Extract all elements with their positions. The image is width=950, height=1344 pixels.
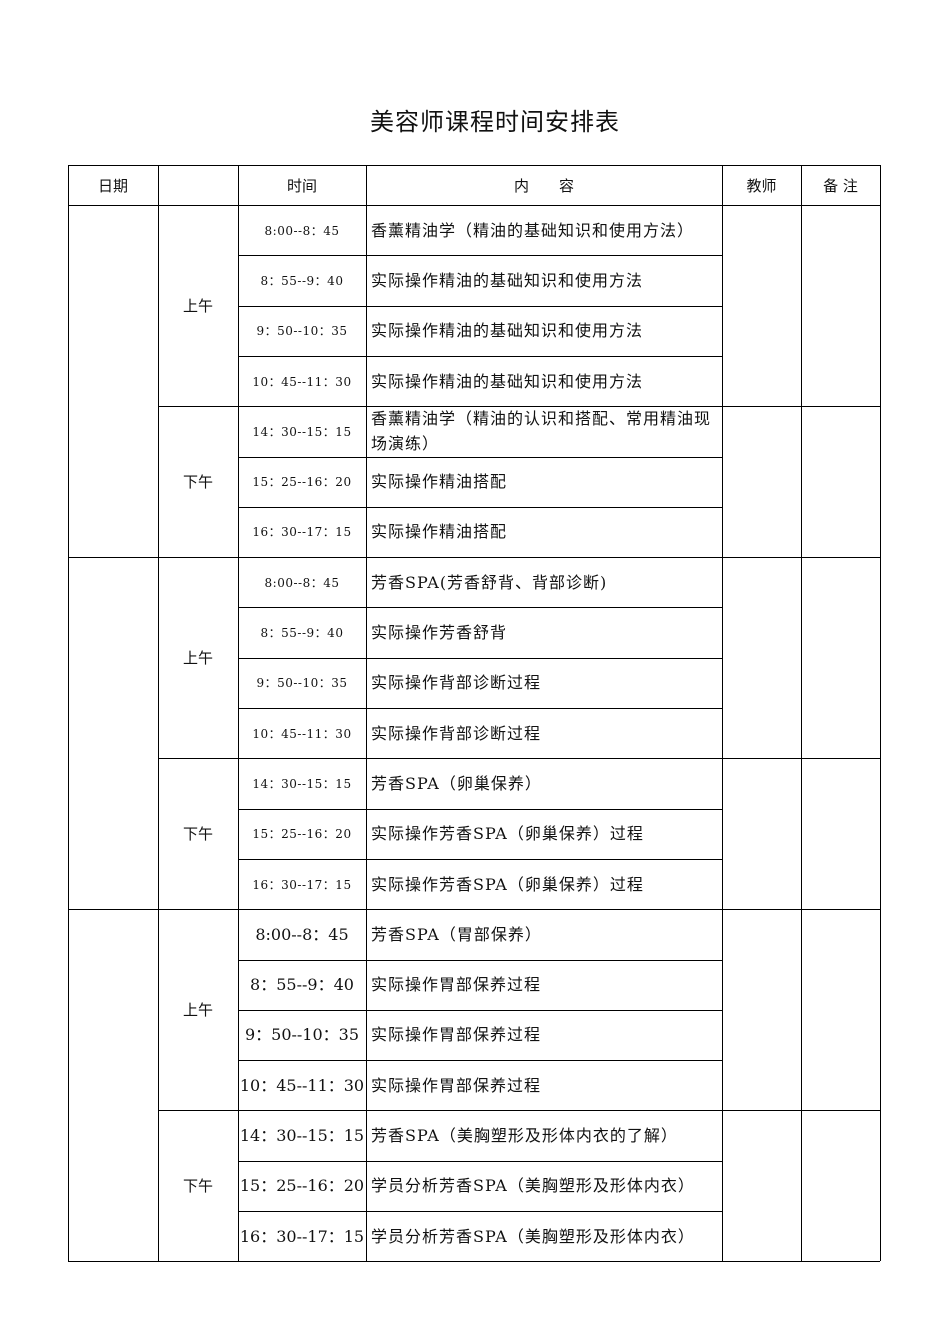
time-cell: 15：25--16：20 (252, 827, 352, 842)
date-cell (68, 557, 158, 909)
content-cell: 学员分析芳香SPA（美胸塑形及形体内衣） (371, 1226, 695, 1246)
table-rule (158, 1110, 880, 1112)
page-title: 美容师课程时间安排表 (370, 108, 620, 136)
content-cell: 实际操作芳香SPA（卵巢保养）过程 (371, 874, 644, 894)
table-rule (238, 808, 722, 810)
table-rule (722, 165, 723, 1262)
content-cell: 香薰精油学（精油的认识和搭配、常用精油现场演练） (371, 409, 712, 454)
header-content: 内 容 (513, 176, 574, 195)
time-cell: 16：30--17：15 (239, 1226, 365, 1246)
table-rule (238, 1060, 722, 1062)
time-cell: 8：55--9：40 (260, 273, 344, 288)
table-rule (238, 1160, 722, 1162)
content-cell: 芳香SPA（美胸塑形及形体内衣的了解） (371, 1126, 678, 1146)
period-label: 上午 (182, 297, 213, 316)
content-cell: 实际操作精油的基础知识和使用方法 (371, 321, 644, 341)
period-label: 下午 (182, 825, 213, 844)
period-label: 上午 (182, 1001, 213, 1020)
content-cell: 实际操作背部诊断过程 (371, 723, 542, 743)
time-cell: 8：55--9：40 (260, 626, 344, 641)
time-cell: 9：50--10：35 (256, 676, 348, 691)
time-cell: 8:00--8：45 (264, 223, 340, 238)
table-rule (238, 355, 722, 357)
table-rule (238, 255, 722, 257)
header-teacher: 教师 (746, 176, 777, 195)
time-cell: 8:00--8：45 (264, 575, 340, 590)
time-cell: 9：50--10：35 (244, 1025, 360, 1045)
table-rule (68, 205, 880, 206)
content-cell: 实际操作胃部保养过程 (371, 1025, 542, 1045)
time-cell: 14：30--15：15 (239, 1126, 365, 1146)
period-label: 上午 (182, 649, 213, 668)
table-rule (158, 758, 880, 760)
time-cell: 8:00--8：45 (255, 924, 349, 944)
table-rule (238, 858, 722, 860)
table-rule (68, 557, 880, 559)
date-cell (68, 205, 158, 557)
table-rule (238, 1211, 722, 1212)
table-rule (238, 456, 722, 458)
content-cell: 实际操作精油搭配 (371, 472, 508, 492)
header-time: 时间 (286, 176, 317, 195)
time-cell: 15：25--16：20 (252, 475, 352, 490)
content-cell: 芳香SPA（卵巢保养） (371, 773, 542, 793)
table-rule (158, 165, 159, 1262)
content-cell: 香薰精油学（精油的基础知识和使用方法） (371, 220, 695, 240)
time-cell: 10：45--11：30 (252, 726, 352, 741)
time-cell: 9：50--10：35 (256, 324, 348, 339)
table-rule (68, 165, 880, 166)
table-rule (238, 607, 722, 609)
content-cell: 学员分析芳香SPA（美胸塑形及形体内衣） (371, 1176, 695, 1196)
date-cell (68, 909, 158, 1261)
table-rule (238, 657, 722, 659)
content-cell: 实际操作胃部保养过程 (371, 975, 542, 995)
time-cell: 15：25--16：20 (239, 1176, 365, 1196)
table-rule (238, 708, 722, 709)
table-rule (238, 1009, 722, 1011)
table-rule (238, 506, 722, 508)
time-cell: 14：30--15：15 (252, 424, 352, 439)
table-rule (158, 406, 880, 408)
table-rule (68, 909, 880, 911)
period-label: 下午 (182, 1177, 213, 1196)
time-cell: 16：30--17：15 (252, 525, 352, 540)
content-cell: 芳香SPA(芳香舒背、背部诊断) (371, 572, 608, 592)
content-cell: 实际操作芳香SPA（卵巢保养）过程 (371, 824, 644, 844)
table-rule (238, 165, 239, 1262)
header-period (158, 165, 238, 205)
content-cell: 实际操作精油搭配 (371, 522, 508, 542)
time-cell: 10：45--11：30 (252, 374, 352, 389)
time-cell: 8：55--9：40 (250, 975, 354, 995)
content-cell: 实际操作芳香舒背 (371, 623, 508, 643)
time-cell: 10：45--11：30 (239, 1075, 365, 1095)
content-cell: 实际操作精油的基础知识和使用方法 (371, 270, 644, 290)
table-rule (366, 165, 367, 1262)
table-rule (801, 165, 802, 1262)
content-cell: 实际操作胃部保养过程 (371, 1075, 542, 1095)
table-rule (68, 165, 69, 1262)
header-date: 日期 (97, 176, 128, 195)
table-rule (238, 305, 722, 307)
content-cell: 实际操作背部诊断过程 (371, 673, 542, 693)
content-cell: 实际操作精油的基础知识和使用方法 (371, 371, 644, 391)
table-rule (68, 1261, 880, 1263)
content-cell: 芳香SPA（胃部保养） (371, 924, 542, 944)
time-cell: 14：30--15：15 (252, 776, 352, 791)
period-label: 下午 (182, 473, 213, 492)
time-cell: 16：30--17：15 (252, 877, 352, 892)
table-rule (238, 959, 722, 961)
table-rule (880, 165, 881, 1262)
header-note: 备 注 (823, 176, 858, 195)
